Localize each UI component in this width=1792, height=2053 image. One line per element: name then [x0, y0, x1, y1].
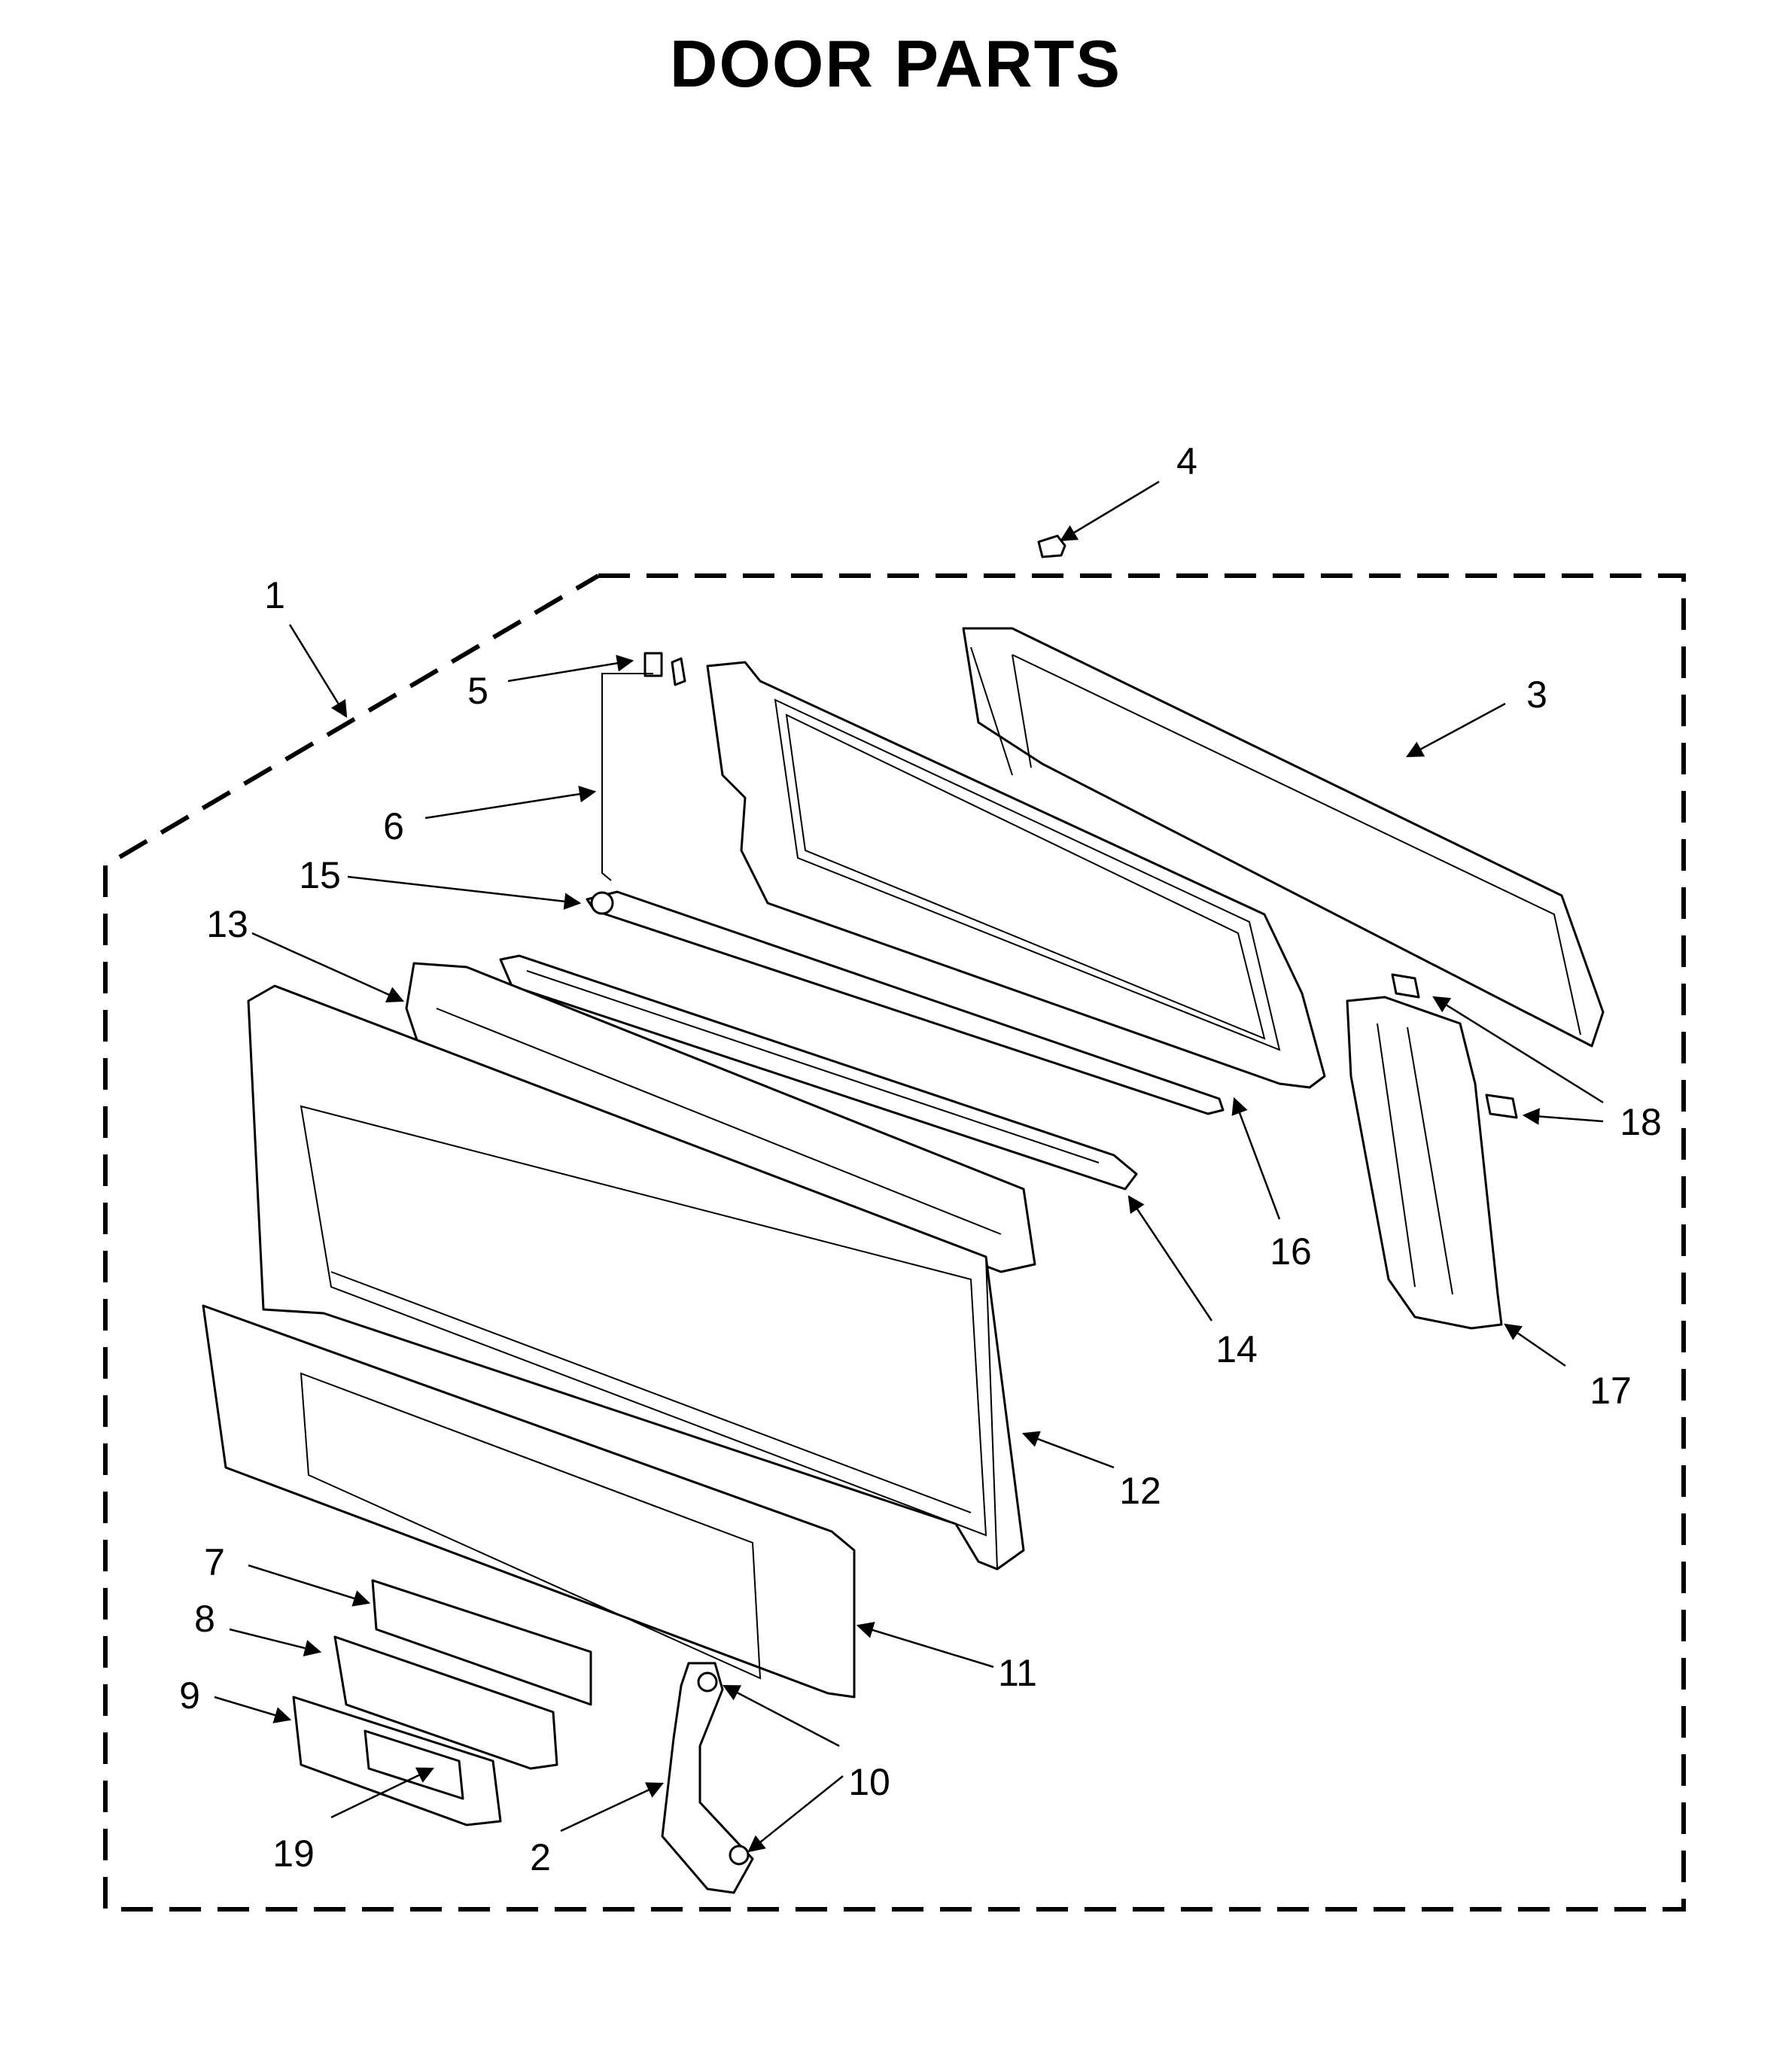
part-4-clip[interactable]	[1037, 534, 1066, 558]
callout-12: 12	[1119, 1470, 1161, 1512]
callout-13: 13	[206, 903, 248, 945]
callout-19: 19	[272, 1832, 315, 1875]
leader-lines	[214, 480, 1604, 1853]
callout-2: 2	[530, 1836, 551, 1878]
part-7-membrane[interactable]	[371, 1579, 592, 1706]
part-16-inner-door[interactable]	[706, 661, 1326, 1089]
part-15-rail[interactable]	[586, 890, 1225, 1115]
page-title: DOOR PARTS	[670, 26, 1121, 101]
part-10-screw-upper[interactable]	[697, 1671, 718, 1693]
callout-4: 4	[1176, 440, 1197, 482]
part-17-latch-housing[interactable]	[1346, 996, 1503, 1330]
callout-14: 14	[1215, 1328, 1258, 1370]
callout-15: 15	[299, 854, 341, 896]
callout-17: 17	[1590, 1370, 1632, 1412]
part-8-board-bracket[interactable]	[333, 1635, 558, 1770]
part-12-door-frame[interactable]	[247, 984, 1025, 1571]
assembly-boundary	[103, 573, 1686, 1912]
part-2-hinge-strap[interactable]	[661, 1662, 754, 1894]
part-19-display[interactable]	[364, 1729, 464, 1800]
part-3-door-frame[interactable]	[962, 627, 1605, 1048]
callout-11: 11	[998, 1652, 1037, 1694]
part-18-latch-plate-lower[interactable]	[1485, 1093, 1518, 1119]
callout-3: 3	[1526, 674, 1547, 716]
part-11-glass-panel[interactable]	[202, 1304, 856, 1699]
callout-10: 10	[848, 1761, 890, 1803]
callout-1: 1	[264, 574, 285, 616]
callout-7: 7	[204, 1541, 225, 1583]
part-18-latch-plate-upper[interactable]	[1391, 973, 1420, 999]
callout-6: 6	[383, 805, 404, 847]
callout-8: 8	[194, 1598, 215, 1640]
callout-18: 18	[1620, 1101, 1662, 1143]
part-5-connector[interactable]	[643, 652, 686, 686]
callout-16: 16	[1270, 1230, 1312, 1273]
part-10-screw-lower[interactable]	[729, 1845, 750, 1866]
callout-5: 5	[467, 670, 488, 712]
callout-9: 9	[179, 1674, 200, 1717]
part-6-wire[interactable]	[601, 673, 653, 881]
